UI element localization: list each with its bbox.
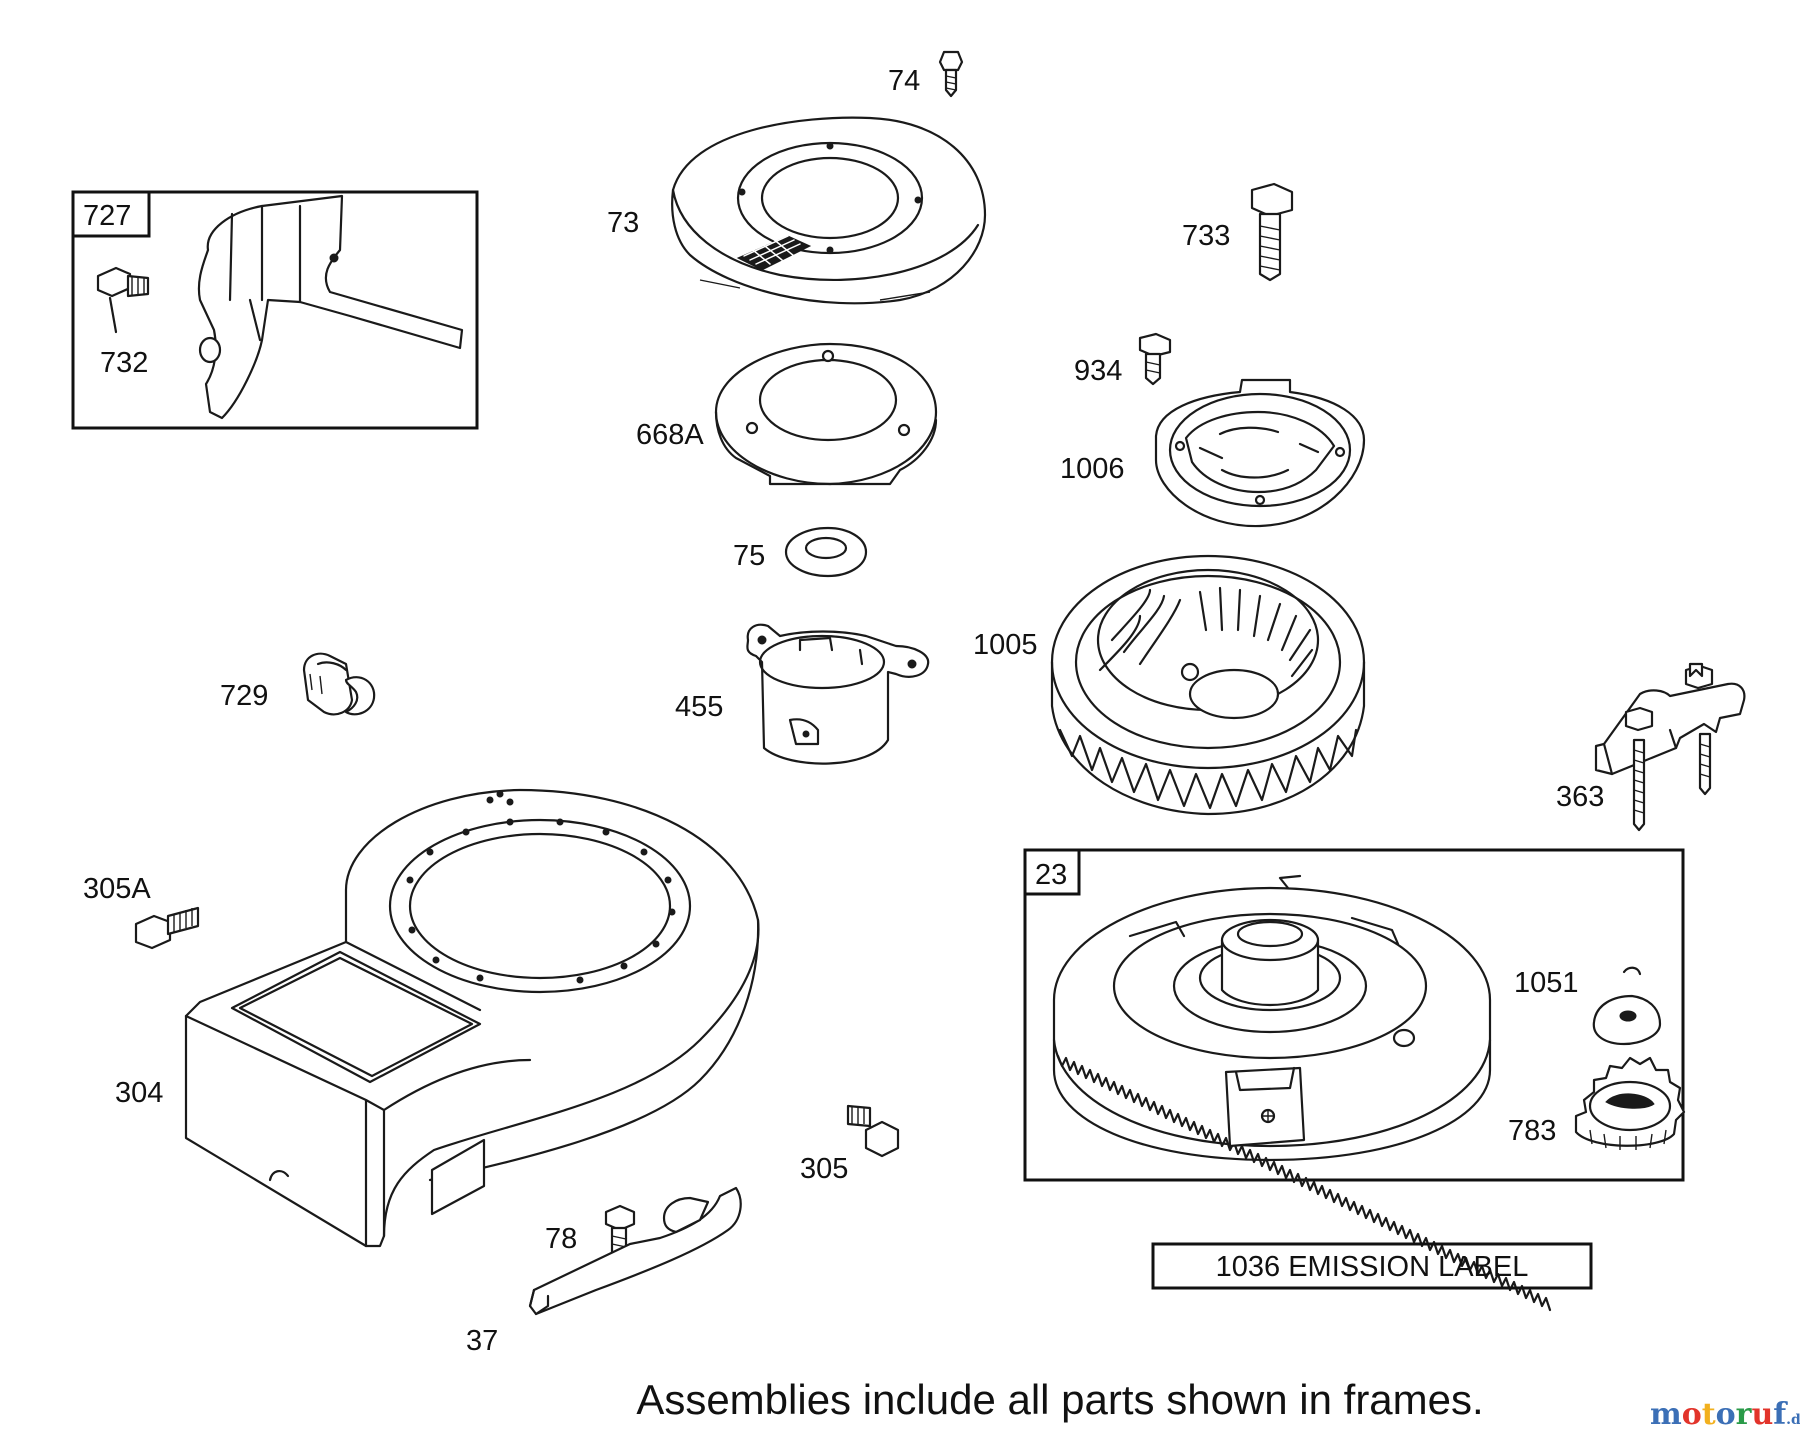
part-304-blower-housing xyxy=(184,788,760,1248)
callout-1051: 1051 xyxy=(1514,967,1579,999)
motoruf-logo: motoruf.de xyxy=(1650,1397,1800,1432)
part-37-air-guide xyxy=(528,1186,742,1316)
callout-455: 455 xyxy=(675,691,723,723)
callout-727: 727 xyxy=(83,200,131,232)
callout-732: 732 xyxy=(100,347,148,379)
callout-305a: 305A xyxy=(83,873,151,905)
part-73-screen xyxy=(671,116,987,305)
callout-78: 78 xyxy=(545,1223,577,1255)
callout-74: 74 xyxy=(888,65,920,97)
callout-668a: 668A xyxy=(636,419,704,451)
part-74-bolt xyxy=(938,50,964,98)
part-1005-fan xyxy=(1050,554,1366,816)
callout-23: 23 xyxy=(1035,859,1067,891)
callout-304: 304 xyxy=(115,1077,163,1109)
part-75-washer xyxy=(784,526,868,578)
ring-gear-teeth xyxy=(1056,1054,1552,1312)
part-729-grommet xyxy=(302,652,376,716)
callout-73: 73 xyxy=(607,207,639,239)
callout-363: 363 xyxy=(1556,781,1604,813)
housing-holes xyxy=(406,790,676,984)
emission-label-box: 1036 EMISSION LABEL xyxy=(1151,1242,1593,1290)
part-1006-starter-cup xyxy=(1154,378,1366,528)
callout-729: 729 xyxy=(220,680,268,712)
part-305a-bolt xyxy=(134,906,200,950)
callout-37: 37 xyxy=(466,1325,498,1357)
fan-fins xyxy=(1058,728,1358,810)
frame-727 xyxy=(71,190,479,430)
part-23-flywheel xyxy=(1052,874,1552,1312)
fan-blades xyxy=(1098,586,1314,678)
callout-934: 934 xyxy=(1074,355,1122,387)
part-733-bolt xyxy=(1250,182,1294,282)
callout-783: 783 xyxy=(1508,1115,1556,1147)
part-732-bolt xyxy=(96,266,150,334)
callout-1006: 1006 xyxy=(1060,453,1125,485)
part-1051-washer xyxy=(1592,994,1662,1046)
part-455-fan-cup xyxy=(746,623,930,765)
footer-note: Assemblies include all parts shown in fr… xyxy=(636,1376,1483,1423)
callout-labels: 74 73 727 732 733 934 668A 1006 75 1005 … xyxy=(83,65,1604,1357)
part-305-bolt xyxy=(846,1104,900,1158)
svg-text:motoruf.de: motoruf.de xyxy=(1650,1397,1800,1432)
part-783-gear xyxy=(1574,1056,1686,1150)
part-668a-plate xyxy=(714,342,938,486)
callout-733: 733 xyxy=(1182,220,1230,252)
frame-23 xyxy=(1023,848,1685,1182)
callout-1005: 1005 xyxy=(973,629,1038,661)
callout-305: 305 xyxy=(800,1153,848,1185)
part-73-mesh xyxy=(736,235,812,271)
emission-label-text: 1036 EMISSION LABEL xyxy=(1216,1251,1529,1283)
part-363-bracket xyxy=(1594,662,1746,832)
callout-75: 75 xyxy=(733,540,765,572)
part-1051-key xyxy=(1622,966,1642,976)
part-934-bolt xyxy=(1138,332,1172,386)
